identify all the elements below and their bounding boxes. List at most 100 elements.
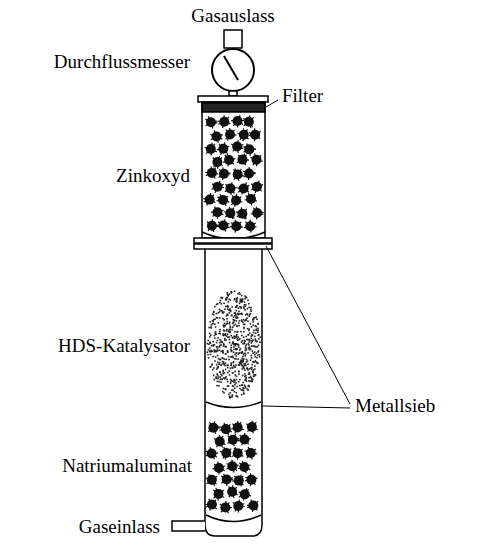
particle-spike (260, 189, 262, 191)
catalyst-grain (217, 355, 219, 357)
particle-spike (243, 151, 245, 152)
particle-spike (225, 457, 227, 459)
particle-spike (249, 153, 251, 155)
particle-spike (213, 201, 215, 202)
catalyst-grain (207, 340, 209, 342)
catalyst-grain (251, 357, 253, 359)
catalyst-grain (241, 364, 243, 366)
particle-spike (219, 169, 221, 171)
particle-spike (227, 138, 229, 140)
particle-spike (236, 494, 238, 495)
particle-spike (240, 484, 241, 486)
catalyst-grain (236, 306, 238, 308)
catalyst-grain (255, 332, 257, 334)
catalyst-grain (210, 354, 212, 356)
catalyst-grain (219, 346, 221, 348)
particle-spike (222, 496, 224, 497)
catalyst-grain (212, 356, 214, 358)
catalyst-grain (216, 342, 218, 344)
catalyst-grain (240, 313, 242, 315)
catalyst-grain (240, 331, 242, 333)
catalyst-grain (231, 329, 233, 331)
particle-spike (214, 438, 216, 439)
particle (208, 423, 218, 433)
catalyst-grain (246, 339, 248, 341)
particle-spike (241, 147, 243, 149)
label-holder: Filter (282, 86, 323, 107)
catalyst-grain (242, 356, 244, 358)
particle-spike (253, 149, 255, 150)
catalyst-grain (244, 373, 246, 375)
catalyst-grain (212, 341, 214, 343)
catalyst-grain (236, 320, 238, 322)
particle-spike (220, 426, 222, 428)
catalyst-grain (234, 371, 236, 373)
particle-spike (249, 132, 251, 134)
catalyst-grain (226, 297, 228, 299)
catalyst-grain (229, 374, 231, 376)
particle-spike (231, 223, 233, 224)
particle-spike (212, 195, 214, 197)
particle-spike (234, 178, 235, 180)
particle-spike (214, 500, 216, 502)
particle-spike (227, 223, 229, 225)
catalyst-grain (231, 314, 233, 316)
particle-spike (222, 490, 224, 491)
catalyst-grain (238, 373, 240, 375)
catalyst-grain (234, 366, 236, 368)
particle (246, 448, 256, 458)
catalyst-grain (230, 362, 232, 364)
particle (225, 208, 235, 218)
particle-spike (211, 126, 213, 128)
particle (218, 221, 228, 231)
catalyst-grain (259, 354, 261, 356)
particle-spike (213, 157, 215, 159)
catalyst-grain (235, 349, 237, 351)
catalyst-grain (235, 310, 237, 312)
particle-spike (224, 219, 226, 221)
catalyst-grain (228, 356, 230, 358)
catalyst-grain (223, 311, 225, 313)
catalyst-grain (227, 306, 229, 308)
particle-spike (232, 208, 233, 210)
particle-spike (221, 213, 223, 215)
catalyst-grain (213, 367, 215, 369)
catalyst-grain (222, 361, 224, 363)
catalyst-grain (238, 325, 240, 327)
particle-spike (231, 477, 233, 479)
particle (248, 500, 258, 510)
catalyst-grain (248, 339, 250, 341)
particle-spike (232, 163, 234, 165)
catalyst-grain (222, 352, 224, 354)
catalyst-grain (216, 346, 218, 348)
catalyst-grain (248, 334, 250, 336)
catalyst-grain (243, 368, 245, 370)
catalyst-grain (214, 351, 216, 353)
catalyst-grain (241, 394, 243, 396)
catalyst-grain (219, 349, 221, 351)
particle (206, 117, 216, 127)
catalyst-grain (223, 344, 225, 346)
catalyst-grain (208, 327, 210, 329)
particle-spike (216, 488, 217, 490)
catalyst-grain (235, 306, 237, 308)
catalyst-grain (227, 306, 229, 308)
lower-tube (205, 249, 262, 536)
catalyst-grain (210, 350, 212, 352)
catalyst-grain (207, 343, 209, 345)
catalyst-grain (232, 342, 234, 344)
catalyst-grain (246, 368, 248, 370)
particle-spike (220, 158, 222, 160)
particle-spike (210, 193, 212, 195)
catalyst-grain (232, 395, 234, 397)
catalyst-grain (243, 306, 245, 308)
catalyst-grain (228, 312, 230, 314)
catalyst-grain (237, 331, 239, 333)
catalyst-grain (222, 363, 224, 365)
catalyst-grain (238, 371, 240, 373)
catalyst-grain (251, 345, 253, 347)
catalyst-grain (244, 309, 246, 311)
catalyst-grain (249, 341, 251, 343)
catalyst-grain (241, 384, 243, 386)
particle-spike (226, 196, 228, 198)
